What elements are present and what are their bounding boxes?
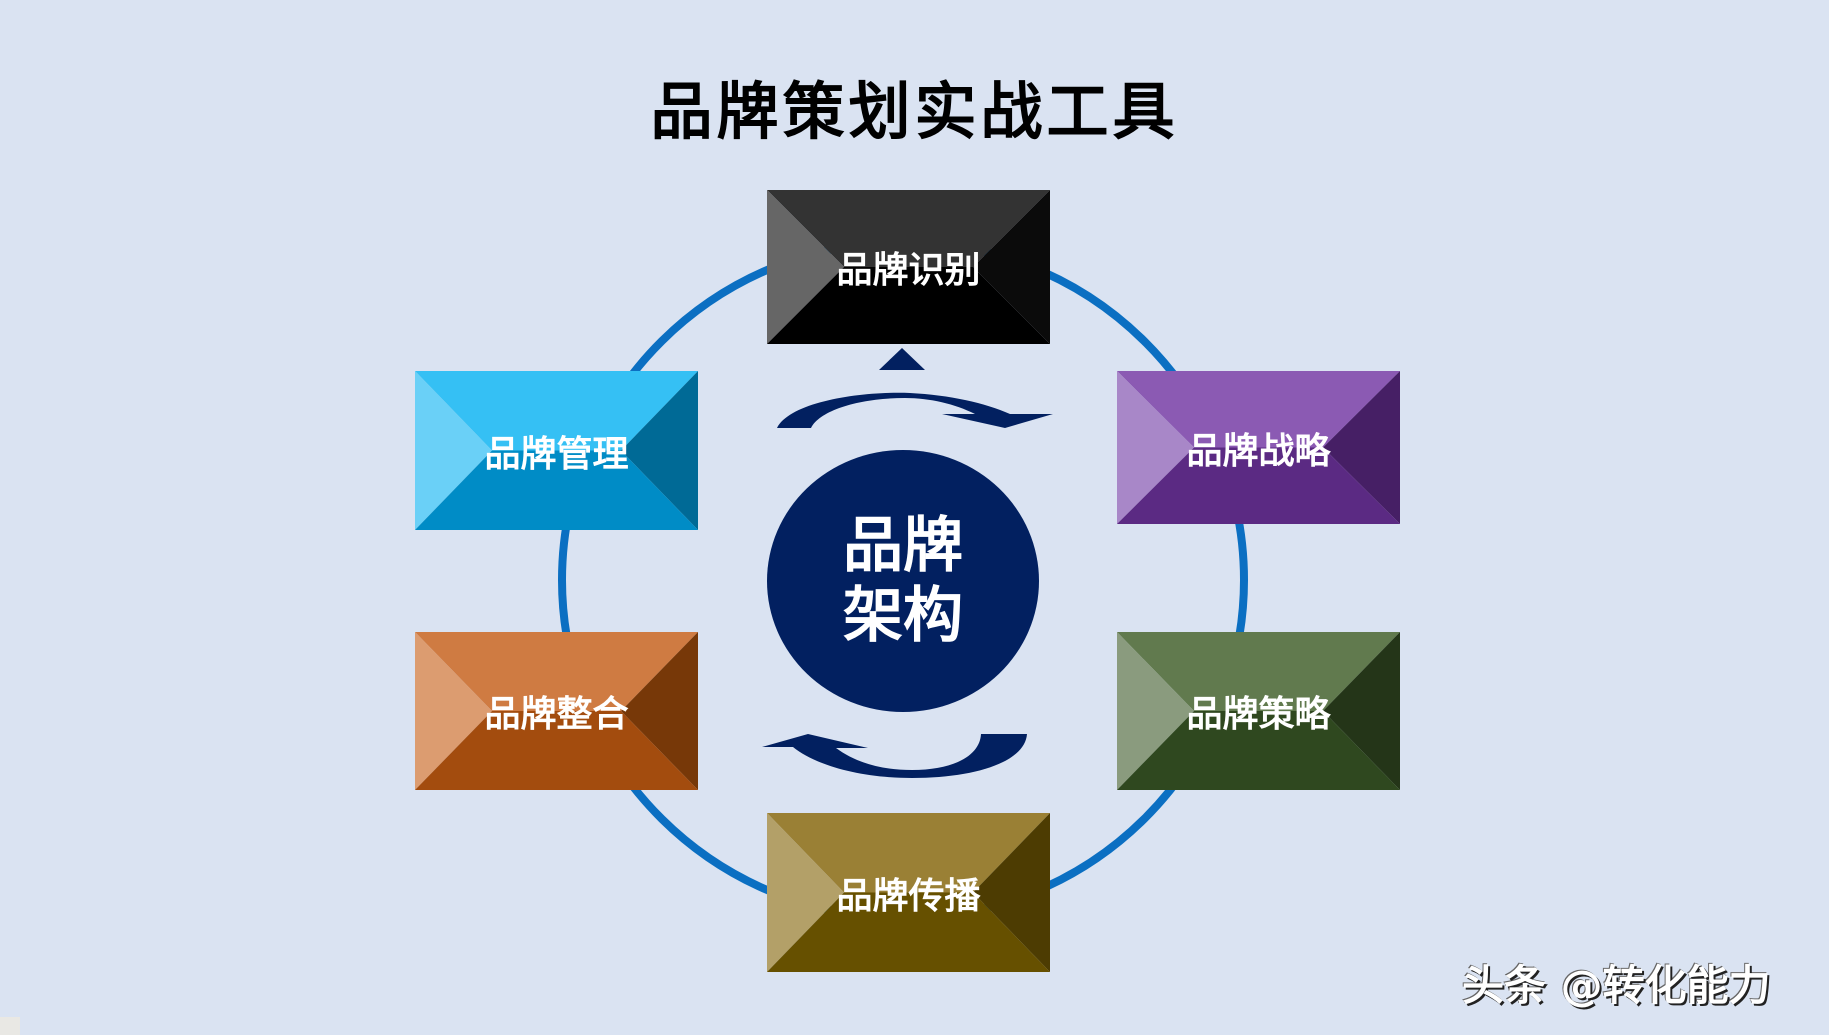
box-label: 品牌管理 [484, 433, 629, 475]
center-node-brand-architecture[interactable]: 品牌 架构 [767, 450, 1039, 712]
bevel-shape [415, 371, 698, 530]
box-label: 品牌战略 [1186, 430, 1331, 472]
center-label-line1: 品牌 [843, 511, 963, 581]
box-brand-strategy[interactable]: 品牌战略 [1117, 371, 1400, 524]
box-label: 品牌整合 [484, 694, 629, 735]
box-brand-management[interactable]: 品牌管理 [415, 371, 698, 530]
box-brand-tactics[interactable]: 品牌策略 [1117, 632, 1400, 790]
box-label: 品牌识别 [836, 250, 981, 291]
box-label: 品牌传播 [836, 875, 981, 917]
up-triangle-icon [879, 348, 925, 370]
watermark: 头条 @转化能力 [1462, 961, 1771, 1010]
box-brand-identity[interactable]: 品牌识别 [767, 190, 1050, 344]
box-label: 品牌策略 [1186, 694, 1331, 735]
bevel-shape [767, 190, 1050, 344]
bevel-shape [1117, 371, 1400, 524]
curved-arrow-bottom-icon [762, 734, 1027, 778]
bevel-shape [1117, 632, 1400, 790]
bevel-shape [767, 813, 1050, 972]
box-brand-integration[interactable]: 品牌整合 [415, 632, 698, 790]
corner-artifact [0, 1017, 20, 1035]
page-title: 品牌策划实战工具 [650, 75, 1179, 148]
bevel-shape [415, 632, 698, 790]
curved-arrow-top-icon [777, 392, 1053, 428]
center-label-line2: 架构 [843, 581, 963, 651]
box-brand-communication[interactable]: 品牌传播 [767, 813, 1050, 972]
